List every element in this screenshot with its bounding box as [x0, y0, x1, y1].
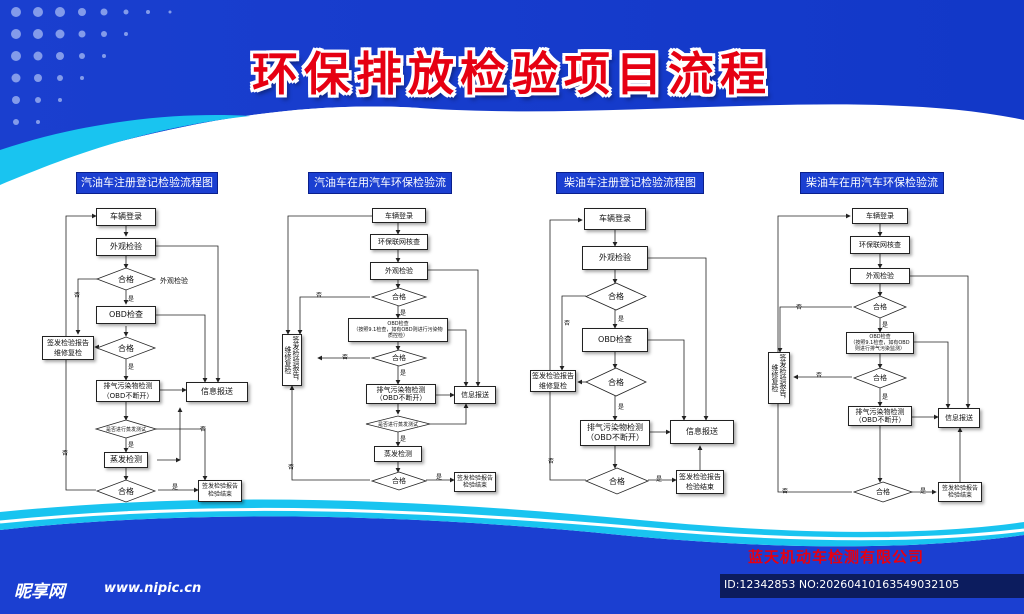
- c2-obd-detail-box: OBD检查 （按照9.1检查，如有OBD则进行污染物质控检）: [348, 318, 448, 342]
- c2-visual-box: 外观检验: [370, 262, 428, 280]
- c3-yes-2: 是: [618, 404, 625, 411]
- c1-yes-3: 是: [128, 442, 135, 449]
- c4-yes-2: 是: [882, 394, 889, 401]
- c4-report-repair-box: 签发检验报告，维修复检: [768, 352, 790, 404]
- page-title: 环保排放检验项目流程: [252, 47, 772, 101]
- section-heading-gasoline-register: 汽油车注册登记检验流程图: [76, 172, 218, 194]
- c3-yes-1: 是: [618, 316, 625, 323]
- section-heading-diesel-register: 柴油车注册登记检验流程图: [556, 172, 704, 194]
- c1-steam-question-diamond: 是否进行蒸发测试: [94, 419, 158, 439]
- c4-info-report-box: 信息报送: [938, 408, 980, 428]
- c4-obd-detail-box: OBD检查 （按照9.1检查，如有OBD则进行排气污染监测）: [846, 332, 914, 354]
- c3-yes-3: 是: [656, 476, 663, 483]
- c4-pass-diamond-2: 合格: [852, 367, 908, 389]
- c3-info-report-box: 信息报送: [670, 420, 734, 444]
- c4-pass-diamond-3: 合格: [852, 481, 914, 503]
- c3-obd-box: OBD检查: [582, 328, 648, 352]
- c2-register-box: 车辆登录: [372, 208, 426, 223]
- c4-pass-diamond-1: 合格: [852, 295, 908, 319]
- c4-no-3: 否: [782, 488, 789, 495]
- c1-register-box: 车辆登录: [96, 208, 156, 226]
- c1-report-repair-box: 签发检验报告 维修复检: [42, 336, 94, 360]
- watermark-logo: 昵享网: [14, 582, 65, 602]
- c3-pass-diamond-2: 合格: [585, 367, 647, 397]
- c1-report-end-box: 签发检验报告 检验结束: [198, 480, 242, 502]
- watermark-id-bar: [720, 574, 1024, 598]
- c4-no-1: 否: [796, 304, 803, 311]
- c1-no-3: 否: [62, 450, 69, 457]
- c3-no-1: 否: [564, 320, 571, 327]
- c4-report-end-box: 签发检验报告 检验结束: [938, 482, 982, 502]
- c1-obd-box: OBD检查: [96, 306, 156, 324]
- c2-yes-2: 是: [400, 370, 407, 377]
- c1-pass-diamond-3: 合格: [95, 479, 157, 503]
- c4-register-box: 车辆登录: [852, 208, 908, 224]
- c3-pass-diamond-1: 合格: [585, 282, 647, 311]
- c3-register-box: 车辆登录: [584, 208, 646, 230]
- c3-visual-box: 外观检验: [582, 246, 648, 270]
- c3-report-repair-box: 签发检验报告 维修复检: [530, 370, 576, 392]
- c2-pass-diamond-2: 合格: [370, 349, 428, 367]
- c3-pass-diamond-3: 合格: [584, 467, 650, 495]
- c1-visual-check-label: 外观检验: [160, 277, 188, 285]
- c2-steam-question-diamond: 是否进行蒸发测试: [365, 415, 431, 433]
- c2-yes-1: 是: [400, 310, 407, 317]
- c2-yes-3: 是: [400, 436, 407, 443]
- c4-yes-3: 是: [920, 488, 927, 495]
- watermark-id: ID:12342853 NO:20260410163549032105: [724, 578, 960, 591]
- c1-info-report-box: 信息报送: [186, 382, 248, 402]
- c1-yes-2: 是: [128, 364, 135, 371]
- c4-yes-1: 是: [882, 322, 889, 329]
- c1-pass-diamond-2: 合格: [95, 336, 157, 360]
- c2-yes-4: 是: [436, 474, 443, 481]
- c2-no-1: 否: [316, 292, 323, 299]
- watermark-url: www.nipic.cn: [104, 581, 202, 596]
- c4-network-box: 环保联网核查: [850, 236, 910, 254]
- c2-emission-box: 排气污染物检测 （OBD不断开）: [366, 384, 436, 404]
- c1-steam-test-box: 蒸发检测: [104, 452, 148, 468]
- c2-no-3: 否: [288, 464, 295, 471]
- c2-info-report-box: 信息报送: [454, 386, 496, 404]
- company-name: 蓝天机动车检测有限公司: [748, 548, 925, 566]
- c1-yes-1: 是: [128, 296, 135, 303]
- c2-steam-test-box: 蒸发检测: [374, 446, 422, 462]
- c4-no-2: 否: [816, 372, 823, 379]
- c2-no-2: 否: [342, 354, 349, 361]
- c2-network-box: 环保联网核查: [370, 234, 428, 250]
- c3-report-end-box: 签发检验报告 检验结束: [676, 470, 724, 494]
- c1-yes-4: 是: [172, 484, 179, 491]
- c2-pass-diamond-3: 合格: [370, 471, 428, 491]
- c1-visual-box: 外观检验: [96, 238, 156, 256]
- c2-pass-diamond-1: 合格: [370, 287, 428, 307]
- section-heading-gasoline-inuse: 汽油车在用汽车环保检验流程图: [308, 172, 452, 209]
- c4-emission-box: 排气污染物检测 （OBD不断开）: [848, 406, 912, 426]
- section-heading-diesel-inuse: 柴油车在用汽车环保检验流程图: [800, 172, 944, 209]
- c3-emission-box: 排气污染物检测 （OBD不断开）: [580, 420, 650, 446]
- c4-visual-box: 外观检验: [850, 268, 910, 284]
- c1-no-1: 否: [74, 292, 81, 299]
- c2-report-repair-box: 签发检验报告，维修复检: [282, 334, 302, 386]
- c2-report-end-box: 签发检验报告 检验结束: [454, 472, 496, 492]
- c1-no-2: 否: [200, 426, 207, 433]
- c3-no-2: 否: [548, 458, 555, 465]
- c1-emission-box: 排气污染物检测 （OBD不断开）: [96, 380, 160, 402]
- c1-pass-diamond-1: 合格: [95, 267, 157, 291]
